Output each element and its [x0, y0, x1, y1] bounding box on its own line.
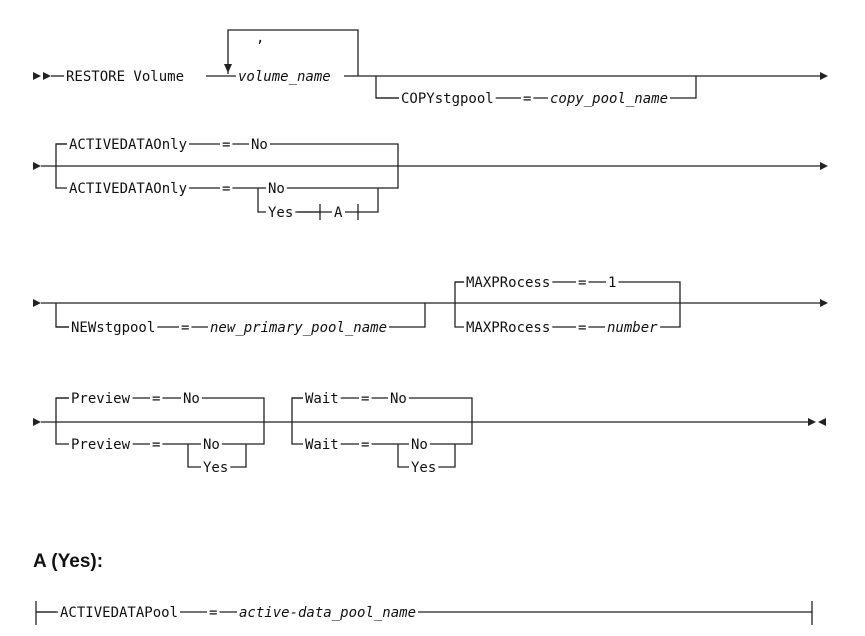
fragment-a: A (Yes): ACTIVEDATAPool = active-data_po… — [33, 551, 813, 625]
label-backing — [181, 393, 202, 405]
label-backing — [254, 32, 267, 44]
label-backing — [409, 462, 439, 474]
label-backing — [332, 207, 345, 219]
preview-equals: = — [152, 437, 160, 453]
label-backing — [208, 322, 390, 334]
wait-keyword: Wait — [305, 437, 339, 453]
preview-default-keyword: Preview — [71, 391, 131, 407]
maxprocess-default-keyword: MAXPRocess — [466, 275, 550, 291]
maxprocess-default-equals: = — [578, 275, 586, 291]
label-backing — [266, 183, 287, 195]
preview-default-no: No — [183, 391, 200, 407]
maxprocess-keyword: MAXPRocess — [466, 320, 550, 336]
row-restore-volume: RESTORE Volume , volume_name COPYstgpool… — [33, 29, 828, 107]
continuation-arrow — [33, 299, 41, 307]
volume-name-variable: volume_name — [238, 69, 331, 85]
label-backing — [67, 183, 190, 195]
row-newstgpool-maxprocess: NEWstgpool = new_primary_pool_name MAXPR… — [33, 275, 828, 336]
preview-default-equals: = — [152, 391, 160, 407]
copy-pool-name-variable: copy_pool_name — [550, 91, 668, 107]
repeat-separator: , — [256, 30, 264, 46]
label-backing — [359, 439, 372, 451]
repeat-loop — [227, 29, 359, 76]
activedatapool-keyword: ACTIVEDATAPool — [60, 605, 178, 621]
label-backing — [64, 71, 187, 83]
preview-value-no: No — [203, 437, 220, 453]
wait-equals: = — [361, 437, 369, 453]
maxprocess-equals: = — [578, 320, 586, 336]
label-backing — [220, 139, 233, 151]
label-backing — [179, 322, 192, 334]
label-backing — [249, 139, 270, 151]
activedataonly-default-equals: = — [222, 137, 230, 153]
label-backing — [359, 393, 372, 405]
wait-default-no: No — [390, 391, 407, 407]
label-backing — [266, 207, 296, 219]
continuation-arrow — [33, 162, 41, 170]
preview-value-yes: Yes — [203, 460, 228, 476]
activedataonly-value-yes: Yes — [268, 205, 293, 221]
activedataonly-default-no: No — [251, 137, 268, 153]
label-backing — [521, 93, 534, 105]
label-backing — [69, 393, 133, 405]
copystgpool-equals: = — [523, 91, 531, 107]
newstgpool-keyword: NEWstgpool — [71, 320, 155, 336]
continue-arrow — [820, 72, 828, 80]
maxprocess-default-value: 1 — [608, 275, 616, 291]
copystgpool-keyword: COPYstgpool — [401, 91, 494, 107]
newstgpool-equals: = — [181, 320, 189, 336]
label-backing — [69, 439, 133, 451]
label-backing — [150, 439, 163, 451]
start-double-arrow — [33, 72, 51, 80]
label-backing — [201, 439, 222, 451]
continue-arrow — [820, 162, 828, 170]
fragment-ref-a: A — [334, 205, 343, 221]
wait-default-equals: = — [361, 391, 369, 407]
row-preview-wait: Preview = No Preview = No Yes Wait = No … — [33, 391, 826, 476]
label-backing — [201, 462, 231, 474]
label-backing — [606, 277, 619, 289]
wait-value-yes: Yes — [411, 460, 436, 476]
label-backing — [67, 139, 190, 151]
number-variable: number — [607, 320, 658, 336]
restore-volume-keyword: RESTORE Volume — [66, 69, 184, 85]
continue-arrow — [820, 299, 828, 307]
fragment-heading: A (Yes): — [33, 551, 103, 572]
wait-value-no: No — [411, 437, 428, 453]
label-backing — [409, 439, 430, 451]
continuation-arrow — [33, 418, 41, 426]
label-backing — [464, 322, 553, 334]
label-backing — [237, 607, 419, 619]
label-backing — [220, 183, 233, 195]
activedataonly-default-keyword: ACTIVEDATAOnly — [69, 137, 187, 153]
label-backing — [605, 322, 661, 334]
label-backing — [58, 607, 181, 619]
new-primary-pool-name-variable: new_primary_pool_name — [210, 320, 387, 336]
active-data-pool-name-variable: active-data_pool_name — [239, 605, 416, 621]
label-backing — [548, 93, 671, 105]
label-backing — [576, 322, 589, 334]
activedatapool-equals: = — [209, 605, 217, 621]
label-backing — [303, 439, 341, 451]
label-backing — [303, 393, 341, 405]
label-backing — [150, 393, 163, 405]
label-backing — [207, 607, 220, 619]
label-backing — [236, 71, 333, 83]
activedataonly-value-no: No — [268, 181, 285, 197]
repeat-arrow — [224, 64, 232, 73]
activedataonly-equals: = — [222, 181, 230, 197]
wait-default-keyword: Wait — [305, 391, 339, 407]
label-backing — [388, 393, 409, 405]
label-backing — [464, 277, 553, 289]
label-backing — [399, 93, 496, 105]
row-activedataonly: ACTIVEDATAOnly = No ACTIVEDATAOnly = No … — [33, 137, 828, 221]
label-backing — [576, 277, 589, 289]
label-backing — [69, 322, 158, 334]
activedataonly-keyword: ACTIVEDATAOnly — [69, 181, 187, 197]
preview-keyword: Preview — [71, 437, 131, 453]
end-marker — [808, 418, 826, 426]
